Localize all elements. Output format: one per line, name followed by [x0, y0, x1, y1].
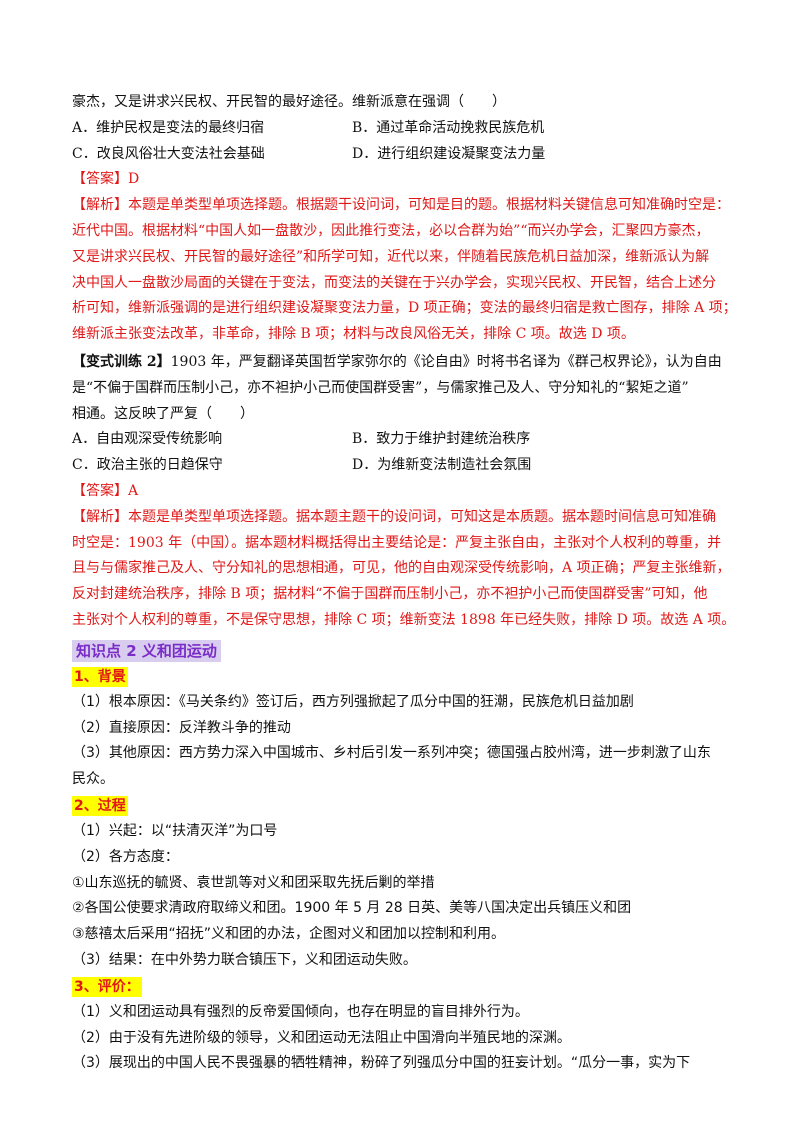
- q1-analysis-line: 析可知，维新派强调的是进行组织建设凝聚变法力量，D 项正确；变法的最终归宿是救亡…: [72, 300, 737, 317]
- section-evaluation: 3、评价： （1）义和团运动具有强烈的反帝爱国倾向，也存在明显的盲目排外行为。 …: [72, 974, 732, 1077]
- knowledge-point-heading-wrap: 知识点 2 义和团运动: [72, 634, 732, 664]
- knowledge-point-heading: 知识点 2 义和团运动: [72, 639, 221, 662]
- q2-option-d: D．为维新变法制造社会氛围: [352, 457, 532, 474]
- q2-stem-line: 1903 年，严复翻译英国哲学家弥尔的《论自由》时将书名译为《群己权界论》，认为…: [170, 353, 722, 370]
- list-item: ③慈禧太后采用“招抚”义和团的办法，企图对义和团加以控制和利用。: [72, 926, 506, 943]
- section-heading: 3、评价：: [72, 976, 142, 997]
- q1-analysis-line: 近代中国。根据材料“中国人如一盘散沙，因此推行变法，必以合群为始”“而兴办学会，…: [72, 222, 710, 239]
- q2-stem-line: 相通。这反映了严复（ ）: [72, 405, 254, 422]
- q2-option-a: A．自由观深受传统影响: [72, 431, 223, 448]
- q2-options-row-1: A．自由观深受传统影响 B．致力于维护封建统治秩序: [72, 427, 732, 453]
- q1-stem: 豪杰，又是讲求兴民权、开民智的最好途径。维新派意在强调（ ）: [72, 94, 506, 110]
- section-heading: 2、过程: [72, 795, 128, 816]
- q1-analysis: 【解析】本题是单类型单项选择题。根据题干设问词，可知是目的题。根据材料关键信息可…: [72, 193, 737, 348]
- q1-options-row-1: A．维护民权是变法的最终归宿 B．通过革命活动挽救民族危机: [72, 116, 732, 142]
- q2-stem-line: 是“不偏于国群而压制小己，亦不袒护小己而使国群受害”，与儒家推己及人、守分知礼的…: [72, 379, 689, 396]
- q1-option-a: A．维护民权是变法的最终归宿: [72, 119, 265, 136]
- q1-options-row-2: C．改良风俗壮大变法社会基础 D．进行组织建设凝聚变法力量: [72, 142, 732, 168]
- list-item: ②各国公使要求清政府取缔义和团。1900 年 5 月 28 日英、美等八国决定出…: [72, 900, 632, 917]
- list-item: 民众。: [72, 771, 114, 788]
- q1-analysis-line: 又是讲求兴民权、开民智的最好途径”和所学可知，近代以来，伴随着民族危机日益加深，…: [72, 248, 710, 265]
- q1-analysis-line: 维新派主张变法改革，非革命，排除 B 项；材料与改良风俗无关，排除 C 项。故选…: [72, 326, 635, 343]
- list-item: （1）义和团运动具有强烈的反帝爱国倾向，也存在明显的盲目排外行为。: [72, 1003, 529, 1020]
- section-heading: 1、背景: [72, 666, 128, 687]
- list-item: ①山东巡抚的毓贤、袁世凯等对义和团采取先抚后剿的举措: [72, 874, 435, 891]
- section-background: 1、背景 （1）根本原因：《马关条约》签订后，西方列强掀起了瓜分中国的狂潮，民族…: [72, 664, 732, 793]
- q1-analysis-line: 【解析】本题是单类型单项选择题。根据题干设问词，可知是目的题。根据材料关键信息可…: [72, 197, 730, 214]
- q2-analysis-line: 【解析】本题是单类型单项选择题。据本题主题干的设问词，可知这是本质题。据本题时间…: [72, 508, 716, 525]
- list-item: （1）兴起：以“扶清灭洋”为口号: [72, 822, 278, 839]
- q2-analysis-line: 时空是：1903 年（中国）。据本题材料概括得出主要结论是：严复主张自由，主张对…: [72, 534, 722, 551]
- q2-analysis-line: 主张对个人权利的尊重，不是保守思想，排除 C 项；维新变法 1898 年已经失败…: [72, 611, 736, 628]
- q1-answer: 【答案】D: [72, 171, 140, 188]
- q2-label: 【变式训练 2】: [72, 353, 171, 370]
- q2-option-c: C．政治主张的日趋保守: [72, 457, 223, 474]
- list-item: （1）根本原因：《马关条约》签订后，西方列强掀起了瓜分中国的狂潮，民族危机日益加…: [72, 693, 634, 710]
- list-item: （3）展现出的中国人民不畏强暴的牺牲精神，粉碎了列强瓜分中国的狂妄计划。“瓜分一…: [72, 1055, 691, 1072]
- document-page: 豪杰，又是讲求兴民权、开民智的最好途径。维新派意在强调（ ） A．维护民权是变法…: [72, 90, 737, 1077]
- q1-analysis-line: 决中国人一盘散沙局面的关键在于变法，而变法的关键在于兴办学会，实现兴民权、开民智…: [72, 274, 716, 291]
- q2-answer: 【答案】A: [72, 482, 139, 499]
- list-item: （3）结果：在中外势力联合镇压下，义和团运动失败。: [72, 951, 417, 968]
- list-item: （2）各方态度：: [72, 848, 179, 865]
- q2-analysis: 【解析】本题是单类型单项选择题。据本题主题干的设问词，可知这是本质题。据本题时间…: [72, 505, 736, 634]
- section-process: 2、过程 （1）兴起：以“扶清灭洋”为口号 （2）各方态度： ①山东巡抚的毓贤、…: [72, 793, 732, 974]
- q2-analysis-line: 且与与儒家推己及人、守分知礼的思想相通，可见，他的自由观深受传统影响，A 项正确…: [72, 560, 731, 577]
- q2-stem-first: 【变式训练 2】1903 年，严复翻译英国哲学家弥尔的《论自由》时将书名译为《群…: [72, 350, 732, 376]
- q2-option-b: B．致力于维护封建统治秩序: [352, 431, 531, 448]
- list-item: （3）其他原因：西方势力深入中国城市、乡村后引发一系列冲突；德国强占胶州湾，进一…: [72, 745, 711, 762]
- q2-analysis-line: 反对封建统治秩序，排除 B 项；据材料“不偏于国群而压制小己，亦不袒护小己而使国…: [72, 586, 708, 603]
- list-item: （2）由于没有先进阶级的领导，义和团运动无法阻止中国滑向半殖民地的深渊。: [72, 1029, 571, 1046]
- q1-option-b: B．通过革命活动挽救民族危机: [352, 119, 545, 136]
- list-item: （2）直接原因：反洋教斗争的推动: [72, 719, 291, 736]
- q2-options-row-2: C．政治主张的日趋保守 D．为维新变法制造社会氛围: [72, 453, 732, 479]
- q1-option-d: D．进行组织建设凝聚变法力量: [352, 145, 546, 162]
- q1-option-c: C．改良风俗壮大变法社会基础: [72, 145, 265, 162]
